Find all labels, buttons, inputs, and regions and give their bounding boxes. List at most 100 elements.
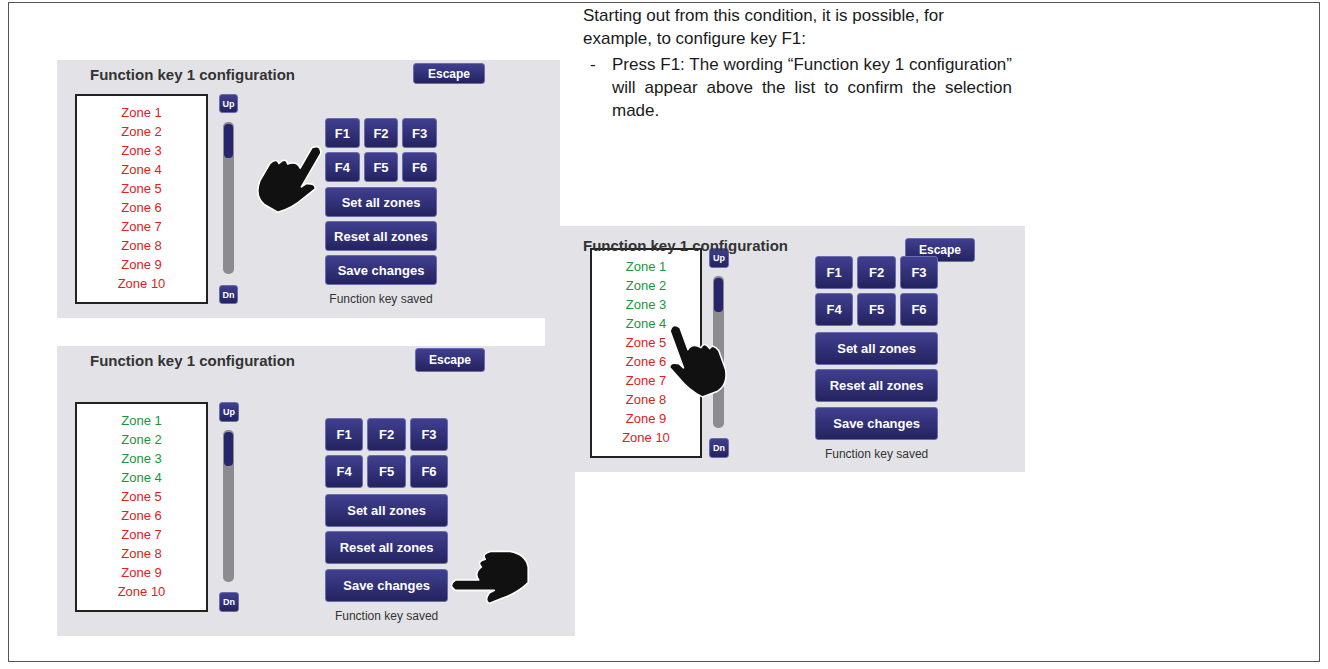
zone-entry: Zone 7 [121,525,161,544]
zone-entry: Zone 7 [626,371,666,390]
scroll-thumb [224,124,233,158]
zone-entry: Zone 5 [121,179,161,198]
function-key-button: F6 [402,152,437,182]
scroll-up-button: Up [219,402,239,422]
button-label: F6 [911,302,926,317]
zone-entry: Zone 3 [626,295,666,314]
button-label: F2 [379,427,394,442]
status-message: Function key saved [325,609,448,623]
button-label: Escape [429,353,471,367]
zone-entry: Zone 10 [118,274,166,293]
function-key-button: F1 [325,118,360,148]
escape-button: Escape [415,348,485,372]
pointing-hand [451,551,528,603]
zone-entry: Zone 2 [626,276,666,295]
function-key-button: F3 [900,256,938,289]
button-label: Save changes [343,578,430,593]
zone-list: Zone 1Zone 2Zone 3Zone 4Zone 5Zone 6Zone… [75,94,208,304]
body-text: Press F1: The wording “Function key 1 co… [612,53,1012,122]
button-label: F2 [869,265,884,280]
scroll-down-button: Dn [219,592,239,612]
zone-entry: Zone 10 [118,582,166,601]
zone-entry: Zone 5 [626,333,666,352]
set-all-button: Set all zones [815,332,938,365]
scroll-track [713,276,724,428]
button-label: F1 [337,427,352,442]
button-label: Dn [713,443,725,453]
button-label: Up [713,253,725,263]
button-label: Up [223,407,235,417]
scroll-thumb [224,432,233,466]
button-label: Reset all zones [830,378,924,393]
zone-entry: Zone 6 [626,352,666,371]
reset-all-button: Reset all zones [815,369,938,402]
button-label: F3 [911,265,926,280]
zone-entry: Zone 1 [626,257,666,276]
save-button: Save changes [325,255,437,285]
button-label: Save changes [338,263,425,278]
button-label: Reset all zones [334,229,428,244]
zone-entry: Zone 10 [622,428,670,447]
function-key-button: F3 [402,118,437,148]
button-label: F3 [421,427,436,442]
screen-heading: Function key 1 configuration [90,352,295,369]
function-key-button: F2 [857,256,895,289]
zone-entry: Zone 2 [121,430,161,449]
zone-entry: Zone 8 [121,236,161,255]
button-label: Escape [919,243,961,257]
status-message: Function key saved [815,447,938,461]
function-key-button: F5 [857,293,895,326]
button-label: Reset all zones [340,540,434,555]
function-key-button: F2 [364,118,399,148]
screen-heading: Function key 1 configuration [583,237,788,254]
zone-entry: Zone 4 [626,314,666,333]
body-text: Starting out from this condition, it is … [583,4,1015,50]
screen-panel: Function key 1 configurationFunction key… [57,60,560,318]
reset-all-button: Reset all zones [325,221,437,251]
function-key-button: F6 [900,293,938,326]
button-label: F3 [412,126,427,141]
escape-button: Escape [413,63,485,84]
function-key-button: F2 [367,418,405,451]
screen-panel: Function key 1 configurationFunction key… [545,226,1025,472]
zone-entry: Zone 7 [121,217,161,236]
zone-entry: Zone 9 [121,255,161,274]
zone-entry: Zone 3 [121,141,161,160]
screen-panel: Function key 1 configurationFunction key… [57,346,575,636]
scroll-track [223,122,234,274]
zone-entry: Zone 8 [626,390,666,409]
frame-border [9,3,1320,662]
pointing-hand [657,314,732,404]
function-key-button: F3 [410,418,448,451]
button-label: F1 [827,265,842,280]
button-label: F5 [379,464,394,479]
button-label: F6 [412,160,427,175]
pointing-hand [251,130,334,222]
zone-entry: Zone 1 [121,411,161,430]
save-button: Save changes [325,569,448,602]
button-label: Set all zones [837,341,916,356]
button-label: Escape [428,67,470,81]
set-all-button: Set all zones [325,494,448,527]
scroll-track [223,430,234,582]
set-all-button: Set all zones [325,187,437,217]
zone-entry: Zone 5 [121,487,161,506]
zone-entry: Zone 2 [121,122,161,141]
button-label: Dn [223,290,235,300]
screen-heading: Function key 1 configuration [90,66,295,83]
button-label: Set all zones [347,503,426,518]
zone-entry: Zone 6 [121,506,161,525]
zone-entry: Zone 4 [121,468,161,487]
function-key-button: F5 [364,152,399,182]
zone-list: Zone 1Zone 2Zone 3Zone 4Zone 5Zone 6Zone… [75,402,208,612]
button-label: F2 [373,126,388,141]
scroll-thumb [714,278,723,312]
bullet-mark: - [590,53,606,76]
zone-entry: Zone 9 [121,563,161,582]
function-key-button: F5 [367,455,405,488]
zone-entry: Zone 1 [121,103,161,122]
button-label: Set all zones [342,195,421,210]
button-label: F5 [869,302,884,317]
